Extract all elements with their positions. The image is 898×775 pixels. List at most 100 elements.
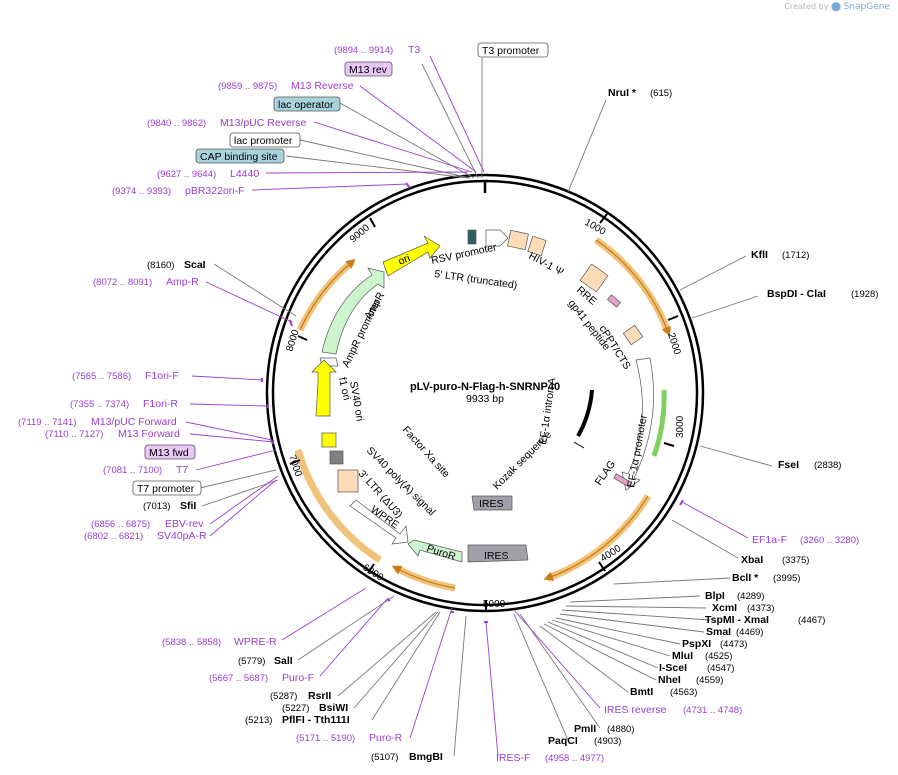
feature-arc-3 — [394, 564, 456, 592]
primer-l4440-pos: (9627 .. 9644) — [157, 169, 216, 180]
feature-arc-1 — [594, 237, 672, 334]
ires-box-1 — [471, 495, 513, 511]
ltr3-box — [337, 469, 359, 493]
enz-nrui: NruI * — [608, 87, 637, 99]
enz-bcli: BclI * — [732, 572, 759, 584]
rre-box — [579, 263, 609, 293]
enz-xcmi: XcmI — [712, 602, 737, 614]
feat-ires-1: IRES — [479, 498, 504, 510]
sv40-ori-box — [321, 432, 337, 448]
primer-ires-f: IRES-F — [496, 752, 530, 764]
primer-pbr322: pBR322ori-F — [185, 185, 245, 197]
feat-ires-2: IRES — [484, 550, 509, 562]
feat-ori: ori — [397, 252, 412, 267]
enz-clai-pos: (1928) — [851, 289, 878, 300]
feat-5ltr: 5' LTR (truncated) — [434, 268, 518, 292]
primer-puro-f: Puro-F — [282, 672, 314, 684]
enzyme-labels: NruI * (615) KflI (1712) BspDI - ClaI (1… — [143, 87, 878, 763]
ori-arrow — [382, 235, 441, 277]
box-cap-site: CAP binding site — [200, 151, 278, 163]
feat-flag: FLAG — [593, 458, 619, 487]
box-t7-promoter: T7 promoter — [137, 483, 195, 495]
feature-arc-3b — [391, 565, 456, 589]
primer-ampr-pos: (8072 .. 8091) — [93, 277, 152, 288]
psi-box — [507, 229, 529, 251]
primer-puro-r-pos: (5171 .. 5190) — [296, 733, 355, 744]
primer-ticks — [261, 182, 684, 623]
enz-pspxi-pos: (4473) — [720, 639, 747, 650]
box-m13-fwd: M13 fwd — [149, 447, 189, 459]
enz-xbai-pos: (3375) — [782, 555, 809, 566]
enz-tth111i: PflFI - Tth111I — [282, 714, 350, 726]
rsv-promoter-box — [467, 229, 477, 245]
tick-2000: 2000 — [665, 332, 682, 357]
feat-rsv-promoter: RSV promoter — [430, 241, 498, 267]
enz-paqci: PaqCI — [548, 735, 578, 747]
primer-m13puc-rev-pos: (9840 .. 9862) — [147, 118, 206, 129]
enz-kfli: KflI — [751, 249, 768, 261]
enz-iscei-pos: (4547) — [707, 663, 734, 674]
box-lac-promoter: lac promoter — [234, 135, 293, 147]
tick-3000: 3000 — [675, 415, 686, 438]
primer-puro-f-pos: (5667 .. 5687) — [209, 673, 268, 684]
leader-lines — [185, 55, 773, 757]
tick-1000: 1000 — [583, 217, 608, 238]
primer-ebv: EBV-rev — [165, 518, 204, 530]
factor-xa-box — [329, 450, 344, 465]
primer-sv40pa-pos: (6802 .. 6821) — [84, 531, 143, 542]
feat-kozak: Kozak sequence — [491, 429, 554, 492]
primer-m13puc-rev: M13/pUC Reverse — [220, 117, 307, 129]
enz-fsei: FseI — [778, 459, 799, 471]
feat-puror: PuroR — [425, 542, 457, 563]
primer-ires-rev: IRES reverse — [604, 704, 667, 716]
snapgene-credit: Created by ⬤ SnapGene — [784, 2, 890, 12]
primer-f1ori-f: F1ori-F — [145, 370, 179, 382]
enz-xbai: XbaI — [741, 554, 763, 566]
enz-mlui: MluI — [672, 650, 693, 662]
feature-arc-4 — [294, 449, 382, 563]
primer-puro-r: Puro-R — [369, 732, 403, 744]
enz-bmgbi: BmgBI — [409, 751, 443, 763]
enz-smai: SmaI — [706, 626, 731, 638]
enz-iscei: I-SceI — [659, 662, 687, 674]
enz-sali-pos: (5779) — [238, 656, 265, 667]
enz-mlui-pos: (4525) — [705, 651, 732, 662]
enz-bsiwi: BsiWI — [319, 702, 348, 714]
ampr-arrow — [321, 267, 385, 355]
enz-bcli-pos: (3995) — [773, 573, 800, 584]
enz-nhei-pos: (4559) — [696, 675, 723, 686]
primer-f1ori-f-pos: (7565 .. 7586) — [72, 371, 131, 382]
box-lac-operator: lac operator — [278, 99, 334, 111]
enz-bsiwi-pos: (5227) — [282, 703, 309, 714]
tick-8000: 8000 — [284, 328, 301, 353]
enz-sfii-pos: (7013) — [143, 501, 170, 512]
enz-xmai: TspMI - XmaI — [705, 614, 769, 626]
enz-scai: ScaI — [184, 259, 206, 271]
primer-sv40pa: SV40pA-R — [157, 530, 207, 542]
enz-bmti: BmtI — [630, 686, 653, 698]
credit-text: Created by — [784, 2, 829, 11]
primer-wpre-pos: (5838 .. 5858) — [162, 637, 221, 648]
plasmid-name: pLV-puro-N-Flag-h-SNRNP40 — [410, 381, 560, 393]
ltr5-arrow — [485, 229, 509, 247]
boxed-labels: T3 promoter M13 rev lac operator lac pro… — [132, 42, 549, 496]
snapgene-logo-icon: ⬤ — [830, 2, 842, 12]
ef1a-promoter-arrow — [621, 357, 654, 491]
enz-pmli: PmlI — [574, 723, 596, 735]
enz-tth111i-pos: (5213) — [245, 715, 272, 726]
kozak-tick — [573, 441, 585, 449]
primer-m13rev: M13 Reverse — [291, 80, 354, 92]
tick-5000: 5000 — [483, 599, 506, 610]
plasmid-length: 9933 bp — [466, 393, 504, 405]
cppt-box — [622, 324, 644, 346]
puror-arrow — [407, 539, 463, 563]
enz-sali: SalI — [274, 655, 293, 667]
primer-wpre: WPRE-R — [234, 636, 277, 648]
primer-ef1a-f-pos: (3260 .. 3280) — [800, 535, 859, 546]
primer-t3: T3 — [408, 44, 420, 56]
enz-clai: BspDI - ClaI — [767, 288, 826, 300]
hiv-box — [527, 235, 547, 257]
primer-m13fwd-pos: (7110 .. 7127) — [45, 429, 103, 440]
enz-paqci-pos: (4903) — [594, 736, 621, 747]
